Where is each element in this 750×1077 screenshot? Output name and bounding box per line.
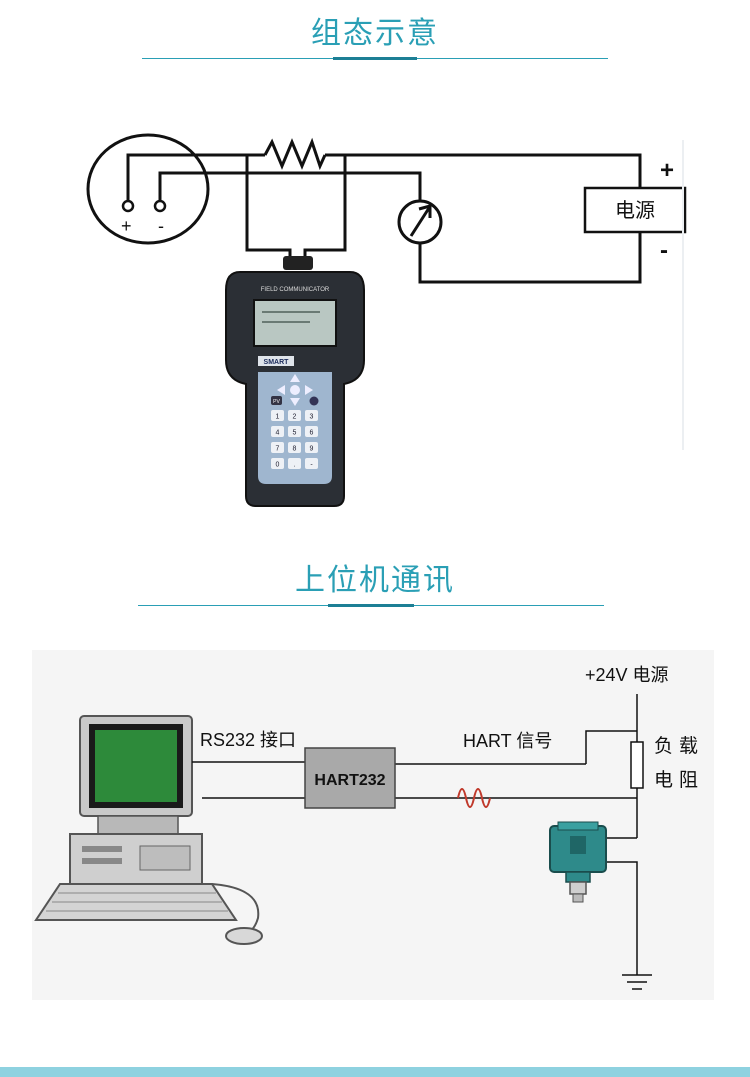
keypad-key-label: 6 xyxy=(310,430,314,437)
pv-key-label: PV xyxy=(273,399,280,405)
keypad-key xyxy=(288,410,301,421)
keypad-key xyxy=(271,458,284,469)
supply-label: +24V 电源 xyxy=(585,665,669,685)
keypad-key xyxy=(271,410,284,421)
keypad-key xyxy=(305,458,318,469)
hart-signal-wave xyxy=(457,788,491,808)
communicator-keypad: 1 2 3 4 5 6 7 8 9 0. - xyxy=(271,410,318,469)
monitor-screen xyxy=(95,730,177,802)
keypad-key xyxy=(305,442,318,453)
ammeter-arrow-head xyxy=(418,204,432,218)
pressure-transmitter xyxy=(549,821,607,903)
keypad-key-label: 2 xyxy=(293,414,297,421)
plus-terminal-label: + xyxy=(660,157,674,184)
keypad-key-label: 8 xyxy=(293,446,297,453)
bottom-accent-bar xyxy=(0,1067,750,1077)
load-label-line1: 负 载 xyxy=(654,735,698,757)
keypad-key xyxy=(288,458,301,469)
title-underline-accent xyxy=(333,57,417,60)
rs232-wires xyxy=(192,694,652,990)
communicator-brand: SMART xyxy=(264,359,290,366)
keypad-key-label: 0 xyxy=(276,462,280,469)
hart-signal-label: HART 信号 xyxy=(463,731,552,751)
keypad-key xyxy=(305,426,318,437)
config-wiring-diagram: + - 电源 + - FIELD COMMUNICATOR SMART PV xyxy=(86,133,687,507)
title-underline-accent-2 xyxy=(328,604,414,607)
keypad-key-label: 7 xyxy=(276,446,280,453)
mouse xyxy=(225,927,263,945)
keypad-key xyxy=(271,442,284,453)
wires xyxy=(126,153,642,284)
minus-terminal-label: - xyxy=(660,237,668,264)
power-supply-box xyxy=(583,186,687,234)
power-supply-label: 电源 xyxy=(615,198,655,222)
keypad-key xyxy=(271,426,284,437)
section-title-pc-comm: 上位机通讯 xyxy=(295,563,455,598)
keypad-key-label: 9 xyxy=(310,446,314,453)
keypad-key-label: 1 xyxy=(276,414,280,421)
resistor-zigzag xyxy=(263,137,327,171)
sensor-minus-label: - xyxy=(158,216,164,236)
hart232-box xyxy=(304,747,396,809)
keypad-key-label: - xyxy=(310,462,313,469)
keypad-key xyxy=(288,442,301,453)
keypad-key xyxy=(288,426,301,437)
keypad-key-label: . xyxy=(294,462,296,469)
load-resistor xyxy=(630,741,644,789)
communicator-header: FIELD COMMUNICATOR xyxy=(261,287,330,293)
section-title-config: 组态示意 xyxy=(311,16,439,51)
rs232-label: RS232 接口 xyxy=(200,730,296,750)
load-label-line2: 电 阻 xyxy=(654,769,698,791)
keypad-key-label: 3 xyxy=(310,414,314,421)
field-communicator: FIELD COMMUNICATOR SMART PV xyxy=(225,256,365,507)
keypad-key-label: 4 xyxy=(276,430,280,437)
keypad-key xyxy=(305,410,318,421)
ammeter-arrow xyxy=(409,207,431,237)
computer xyxy=(34,715,263,945)
keypad-key-label: 5 xyxy=(293,430,297,437)
sensor-circle xyxy=(86,133,210,245)
sensor-plus-label: + xyxy=(121,216,132,236)
hart232-label: HART232 xyxy=(314,772,385,789)
